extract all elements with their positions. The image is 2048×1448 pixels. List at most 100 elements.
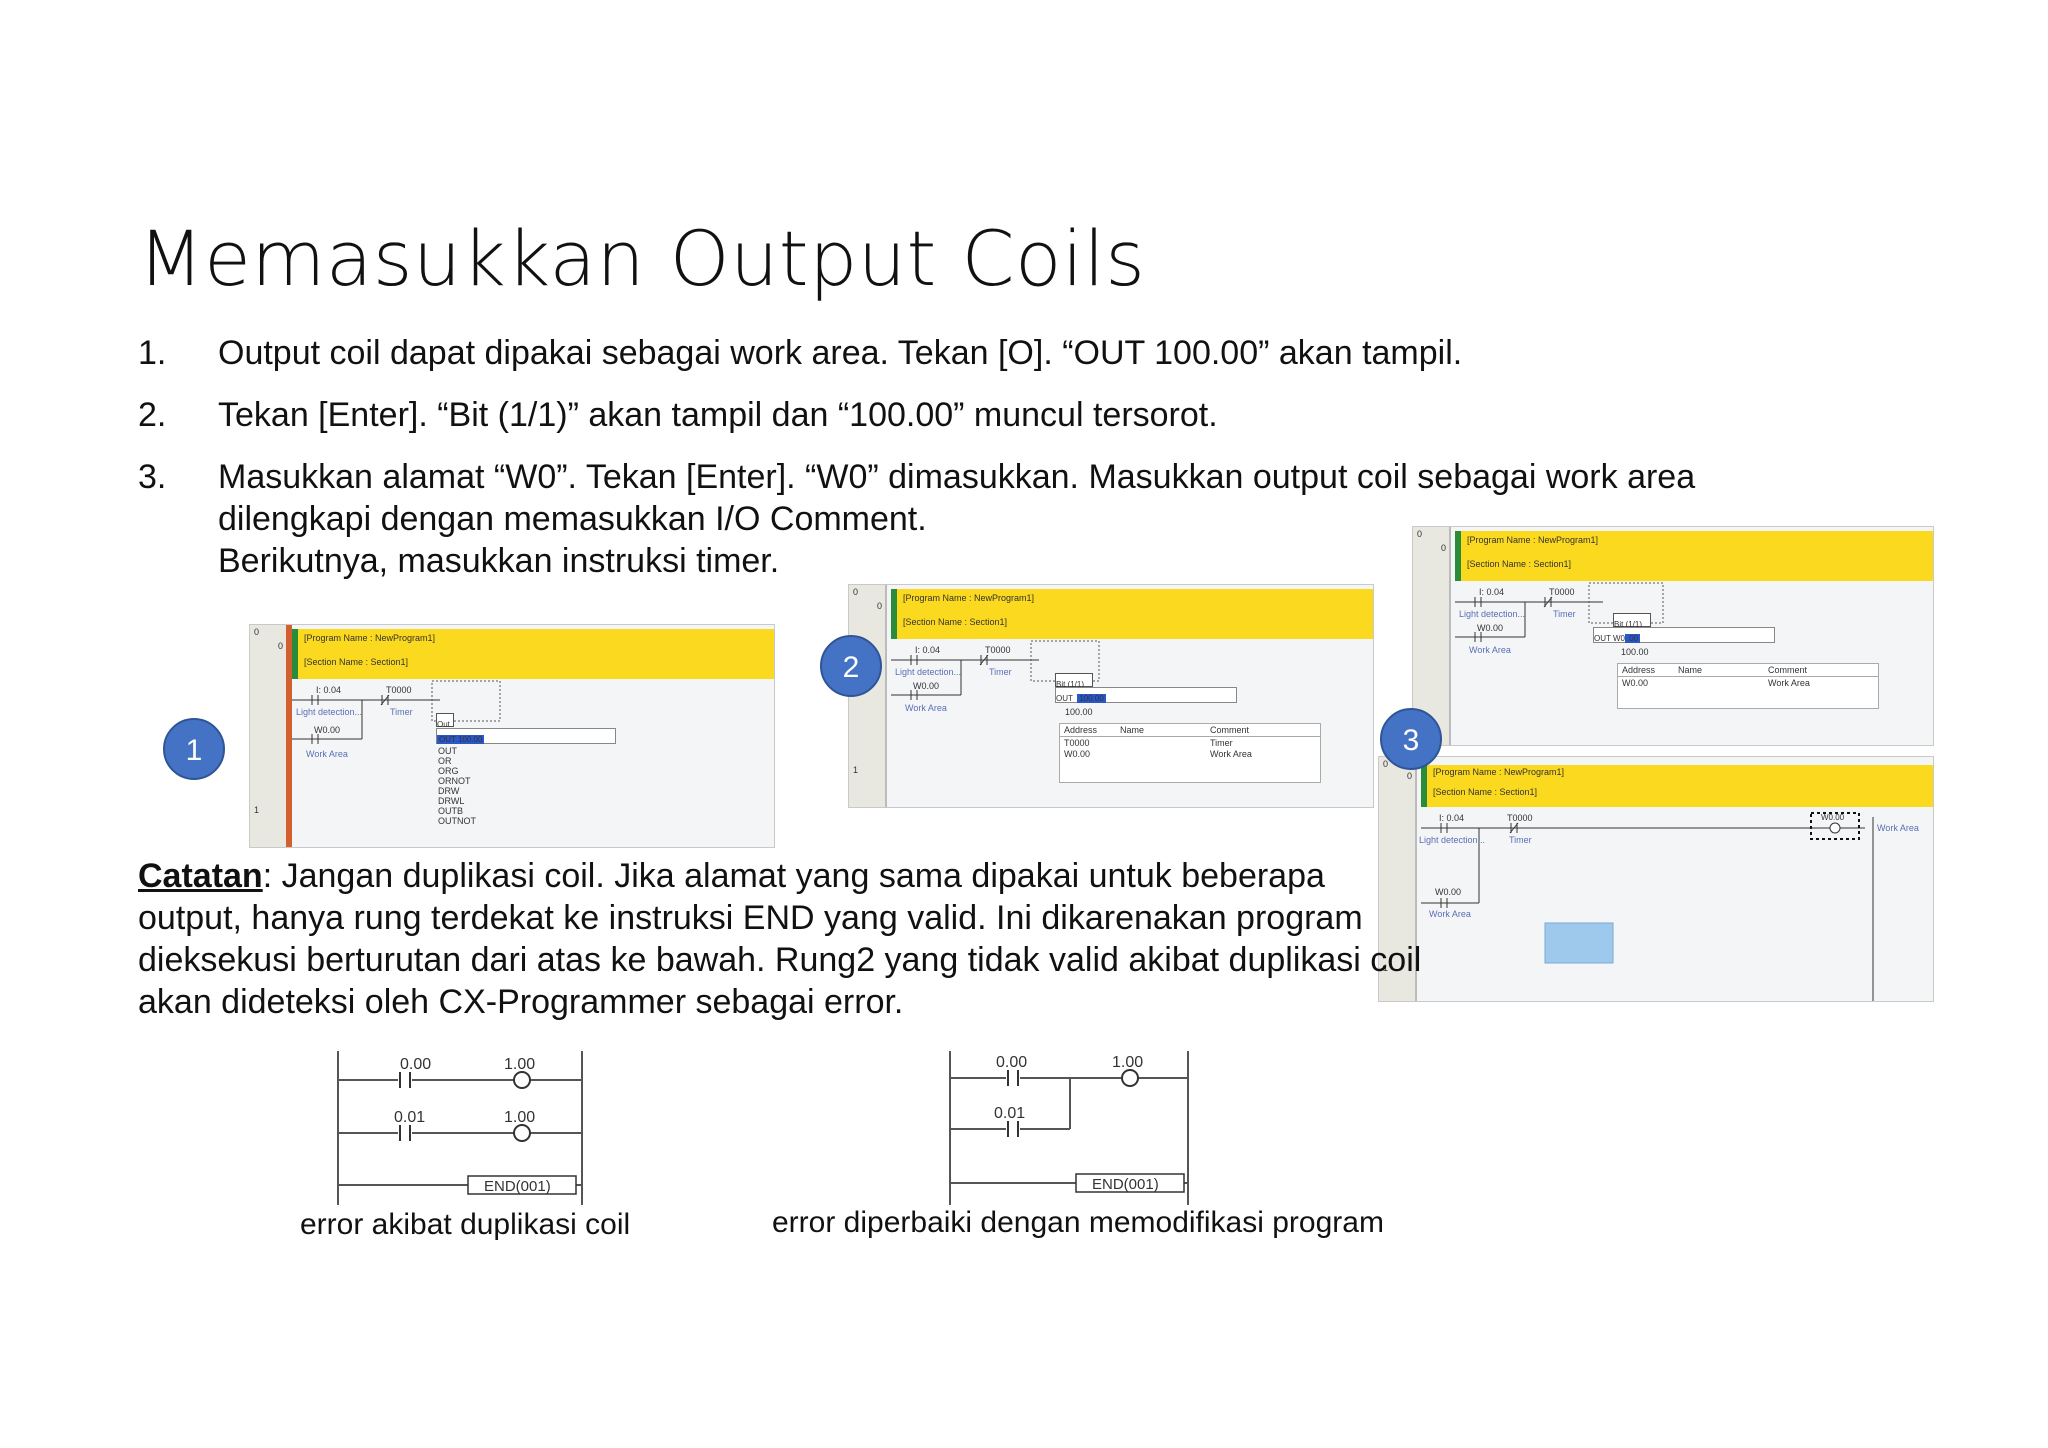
contact-comment: Timer [1509,835,1532,845]
instruction-option[interactable]: OR [438,756,452,766]
step-marker-3: 3 [1380,708,1442,770]
end-instruction: END(001) [1092,1176,1159,1193]
program-name: [Program Name : NewProgram1] [304,633,436,643]
comment-table: Address Name Comment W0.00 Work Area [1617,663,1879,709]
header-marker [1421,765,1427,807]
rung-number-column [250,625,287,847]
contact-comment: Light detection... [296,707,363,717]
rung-bus-bar [286,625,292,847]
contact-comment: Work Area [1429,909,1471,919]
ladder-caption-right: error diperbaiki dengan memodifikasi pro… [772,1206,1384,1239]
header-marker [292,629,298,679]
table-cell: W0.00 [1622,678,1649,688]
coil-address: W0.00 [1821,813,1845,822]
steps-list: 1. Output coil dapat dipakai sebagai wor… [138,332,1858,602]
instruction-option[interactable]: OUT [438,746,457,756]
rung-number: 0 [1441,543,1447,553]
contact-address: I: 0.04 [1479,587,1505,597]
comment-table-header: Address Name Comment [1618,664,1878,677]
table-cell: Work Area [1768,678,1810,688]
program-name: [Program Name : NewProgram1] [1467,535,1599,545]
bit-input[interactable]: OUT W0.00 [1593,627,1775,643]
table-cell: T0000 [1064,738,1090,748]
section-name: [Section Name : Section1] [903,617,1008,627]
rung-number: 0 [278,641,284,651]
rung-number: 0 [254,627,260,637]
contact-comment: Light detection... [1419,835,1486,845]
rung-number-column [1379,757,1416,1001]
contact-address: I: 0.04 [316,685,342,695]
contact-address: W0.00 [1435,887,1462,897]
contact-comment: Light detection... [895,667,962,677]
step-item: 3. Masukkan alamat “W0”. Tekan [Enter]. … [138,456,1858,582]
contact-comment: Work Area [905,703,947,713]
instruction-input[interactable]: OUT 100.00 [436,728,616,744]
bit-value: 100.00 [1621,647,1649,657]
coil-label: 1.00 [504,1056,535,1073]
rung-bus-bar [885,585,887,807]
end-instruction: END(001) [484,1178,551,1195]
note-paragraph: Catatan: Jangan duplikasi coil. Jika ala… [138,855,1428,1023]
step-marker-2: 2 [820,635,882,697]
contact-address: W0.00 [314,725,341,735]
section-name: [Section Name : Section1] [304,657,409,667]
contact-label: 0.00 [400,1056,431,1073]
header-marker [1455,531,1461,581]
contact-comment: Light detection... [1459,609,1526,619]
rung-bus-bar [1415,757,1417,1001]
contact-comment: Work Area [1469,645,1511,655]
ladder-rung-graphic [1421,812,1874,1001]
screenshot-step-3a: 0 0 [Program Name : NewProgram1] [Sectio… [1412,526,1934,746]
step-item: 2. Tekan [Enter]. “Bit (1/1)” akan tampi… [138,394,1858,436]
ladder-diagram-duplicate-coil: 0.00 1.00 0.01 1.00 END(001) [337,1051,583,1205]
bit-value: 100.00 [1065,707,1093,717]
contact-label: 0.00 [996,1054,1027,1071]
contact-comment: Timer [390,707,413,717]
coil-comment: Work Area [1877,823,1919,833]
step-number: 2. [138,396,167,434]
contact-address: W0.00 [1477,623,1504,633]
rung-number: 0 [877,601,883,611]
table-cell: Work Area [1210,749,1252,759]
instruction-option[interactable]: OUTB [438,806,464,816]
instruction-option[interactable]: DRWL [438,796,465,806]
bit-input[interactable]: OUT 100.00 [1055,687,1237,703]
program-header [891,589,1373,639]
instruction-option[interactable]: ORNOT [438,776,471,786]
bit-dialog-title: Bit (1/1) [1613,613,1651,629]
contact-comment: Timer [989,667,1012,677]
contact-address: T0000 [1507,813,1533,823]
instruction-dialog-title: Out [436,713,454,729]
program-name: [Program Name : NewProgram1] [1433,767,1565,777]
program-name: [Program Name : NewProgram1] [903,593,1035,603]
instruction-option[interactable]: OUTNOT [438,816,476,826]
page-title: Memasukkan Output Coils [138,214,1146,303]
rung-number: 0 [1407,771,1413,781]
program-header [1421,765,1933,807]
instruction-option[interactable]: ORG [438,766,459,776]
instruction-option[interactable]: DRW [438,786,460,796]
screenshot-step-1: 0 0 1 [Program Name : NewProgram1] [Sect… [249,624,775,848]
rung-number: 1 [254,805,260,815]
rung-number: 1 [853,765,859,775]
contact-address: T0000 [386,685,412,695]
comment-table-header: Address Name Comment [1060,724,1320,737]
contact-label: 0.01 [394,1109,425,1126]
comment-table: Address Name Comment T0000 Timer W0.00 W… [1059,723,1321,783]
contact-address: I: 0.04 [1439,813,1465,823]
coil-label: 1.00 [504,1109,535,1126]
step-number: 1. [138,334,167,372]
contact-address: I: 0.04 [915,645,941,655]
step-number: 3. [138,458,167,496]
rung-number: 0 [1417,529,1423,539]
screenshot-step-3b: 0 0 1 [Program Name : NewProgram1] [Sect… [1378,756,1934,1002]
contact-address: T0000 [1549,587,1575,597]
note-text: : Jangan duplikasi coil. Jika alamat yan… [138,857,1422,1021]
step-item: 1. Output coil dapat dipakai sebagai wor… [138,332,1858,374]
step-text-continued: dilengkapi dengan memasukkan I/O Comment… [218,500,927,538]
step-marker-1: 1 [163,718,225,780]
step-text: Output coil dapat dipakai sebagai work a… [218,334,1463,372]
section-name: [Section Name : Section1] [1467,559,1572,569]
rung-bus-bar [1449,527,1451,745]
